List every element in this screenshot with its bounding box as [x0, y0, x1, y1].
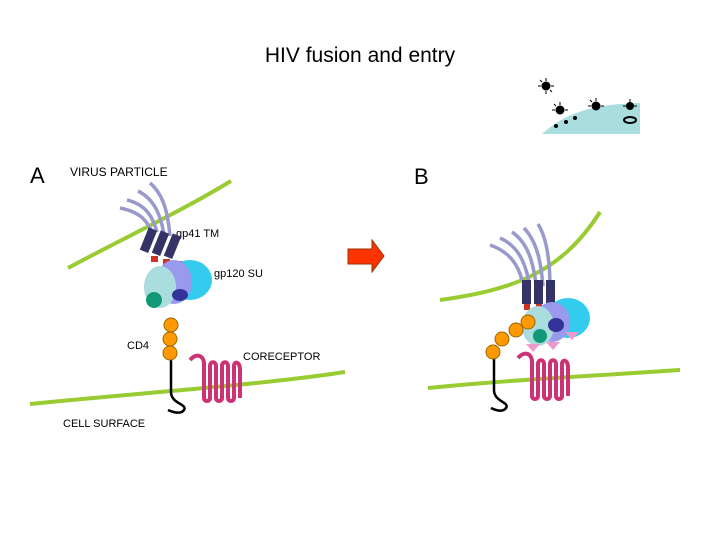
cell-membrane-a [29, 370, 346, 406]
cell-surface-label: CELL SURFACE [63, 418, 146, 430]
panel-b-label: B [414, 164, 429, 189]
inset-virions [538, 78, 637, 128]
gp41-tm-b [522, 280, 555, 304]
panel-a-label: A [30, 163, 45, 188]
cd4-a [162, 317, 186, 414]
gp120-label: gp120 SU [214, 268, 263, 280]
transition-arrow [347, 238, 385, 274]
gp41-helices-b [489, 223, 552, 289]
coreceptor-label: CORECEPTOR [243, 351, 321, 363]
virus-membrane-b [439, 210, 602, 302]
virus-particle-label: VIRUS PARTICLE [70, 165, 168, 179]
gp41-helices-a [119, 181, 172, 237]
page-title: HIV fusion and entry [264, 44, 456, 67]
gp41-tm-a [139, 227, 182, 259]
gp120-a [144, 260, 212, 308]
cd4-b [485, 314, 536, 412]
gp120-b [522, 298, 590, 352]
cell-blob-inset [542, 103, 640, 134]
gp41-label: gp41 TM [176, 228, 220, 240]
coreceptor-b [516, 351, 570, 401]
cd4-label: CD4 [127, 340, 150, 352]
coreceptor-a [188, 353, 242, 403]
